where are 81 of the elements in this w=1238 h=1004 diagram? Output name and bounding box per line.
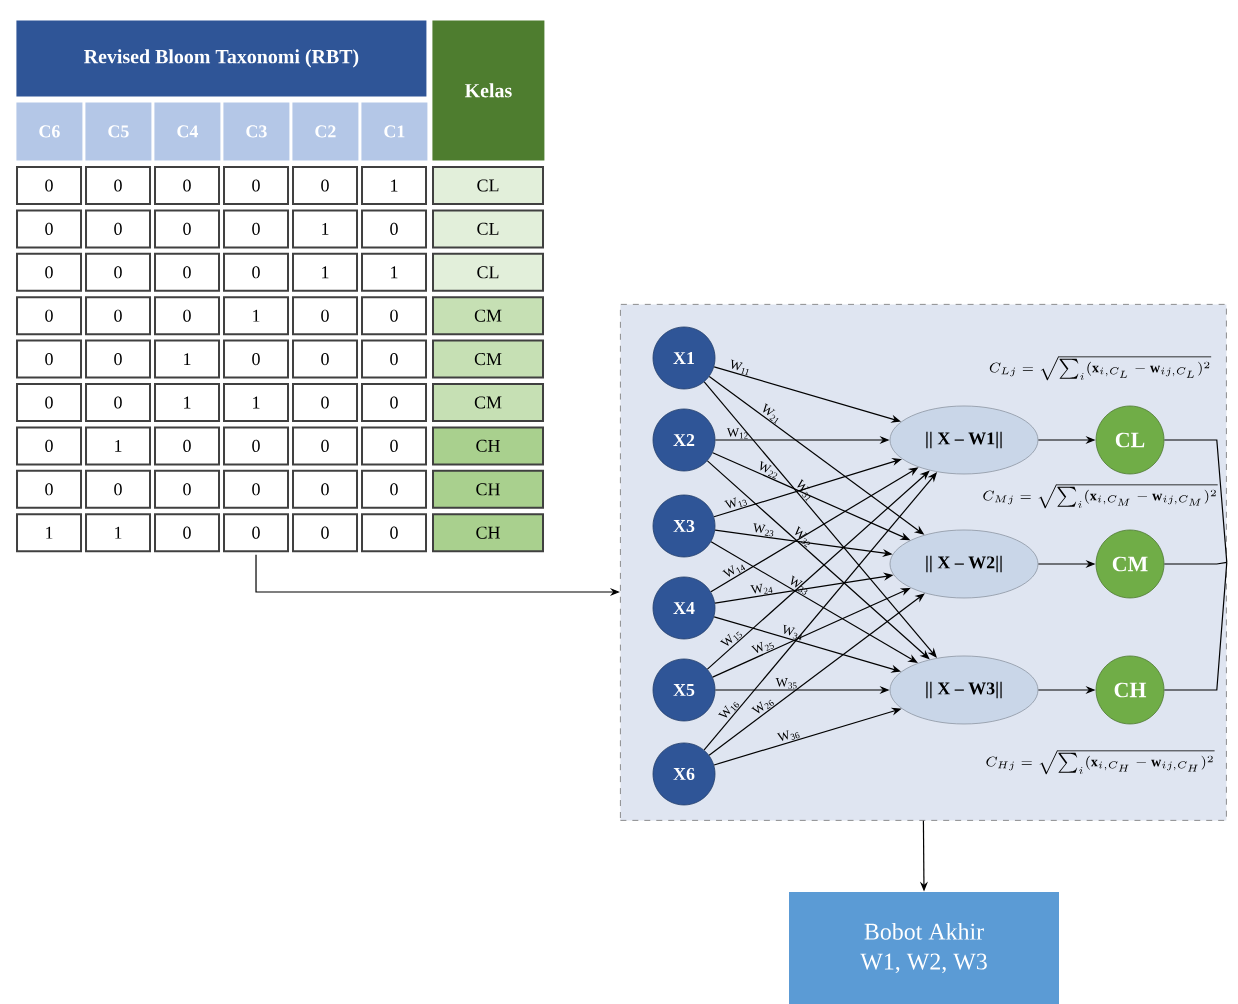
table-cell: 0 <box>223 426 289 466</box>
arrow <box>710 541 918 663</box>
class-cell: CL <box>432 209 544 249</box>
table-cell: 0 <box>223 252 289 292</box>
table-cell: 0 <box>85 383 151 422</box>
table-cell: 0 <box>361 339 427 379</box>
table-cell: 0 <box>292 166 358 205</box>
table-cell: 0 <box>85 209 151 249</box>
table-cell: 0 <box>85 296 151 336</box>
table-cell: 0 <box>361 426 427 466</box>
table-cell: 0 <box>223 469 289 509</box>
class-cell: CL <box>432 166 544 205</box>
table-cell: 0 <box>361 296 427 336</box>
table-cell: 0 <box>154 166 220 205</box>
table-cell: 0 <box>16 469 82 509</box>
table-cell: 0 <box>154 469 220 509</box>
table-cell: 0 <box>16 339 82 379</box>
table-cell: 0 <box>292 383 358 422</box>
class-cell: CM <box>432 339 544 379</box>
arrow <box>703 381 937 658</box>
table-cell: 0 <box>16 166 82 205</box>
table-cell: 1 <box>361 252 427 292</box>
table-cell: 0 <box>16 426 82 466</box>
table-cell: 1 <box>292 252 358 292</box>
table-cell: 0 <box>16 252 82 292</box>
table-cell: 0 <box>85 339 151 379</box>
table-cell: 1 <box>223 296 289 336</box>
table-cell: 0 <box>292 339 358 379</box>
column-header: C5 <box>85 102 152 161</box>
table-cell: 0 <box>292 469 358 509</box>
table-cell: 0 <box>223 166 289 205</box>
table-cell: 1 <box>85 513 151 553</box>
class-cell: CH <box>432 469 544 509</box>
table-cell: 0 <box>223 339 289 379</box>
formula: $C_{Hj} = \sqrt{\sum_{i}(\mathbf{x}_{i,C_H}-\mathbf{w}_{ij,C_H})^{2}}$ <box>986 750 1215 775</box>
table-cell: 1 <box>223 383 289 422</box>
connector-line <box>1163 561 1228 691</box>
table-cell: 0 <box>154 252 220 292</box>
table-cell: 0 <box>154 513 220 553</box>
table-header: Revised Bloom Taxonomi (RBT) <box>16 20 427 97</box>
table-cell: 0 <box>361 513 427 553</box>
table-cell: 0 <box>154 426 220 466</box>
table-cell: 0 <box>361 209 427 249</box>
connector-line <box>1163 439 1228 563</box>
table-cell: 1 <box>361 166 427 205</box>
table-cell: 1 <box>154 383 220 422</box>
table-header: Kelas <box>432 20 545 161</box>
table-cell: 0 <box>85 252 151 292</box>
class-cell: CM <box>432 296 544 336</box>
table-cell: 0 <box>85 469 151 509</box>
table-cell: 0 <box>16 209 82 249</box>
table-cell: 0 <box>223 209 289 249</box>
table-cell: 0 <box>154 296 220 336</box>
table-cell: 0 <box>361 383 427 422</box>
column-header: C2 <box>292 102 359 161</box>
table-cell: 0 <box>361 469 427 509</box>
column-header: C4 <box>154 102 221 161</box>
formula: $C_{Mj} = \sqrt{\sum_{i}(\mathbf{x}_{i,C_M}-\mathbf{w}_{ij,C_M})^{2}}$ <box>983 484 1218 509</box>
column-header: C6 <box>16 102 83 161</box>
class-cell: CH <box>432 426 544 466</box>
table-cell: 0 <box>85 166 151 205</box>
class-cell: CH <box>432 513 544 553</box>
table-cell: 0 <box>154 209 220 249</box>
class-cell: CL <box>432 252 544 292</box>
table-cell: 0 <box>292 426 358 466</box>
class-cell: CM <box>432 383 544 422</box>
table-cell: 0 <box>223 513 289 553</box>
formula: $C_{Lj} = \sqrt{\sum_{i}(\mathbf{x}_{i,C_L}-\mathbf{w}_{ij,C_L})^{2}}$ <box>989 356 1212 381</box>
table-cell: 1 <box>16 513 82 553</box>
table-cell: 0 <box>16 296 82 336</box>
table-cell: 0 <box>16 383 82 422</box>
column-header: C1 <box>361 102 428 161</box>
table-cell: 1 <box>154 339 220 379</box>
arrow <box>708 593 925 756</box>
table-cell: 1 <box>85 426 151 466</box>
column-header: C3 <box>223 102 290 161</box>
table-cell: 0 <box>292 513 358 553</box>
connector-line <box>1163 561 1228 565</box>
table-cell: 0 <box>292 296 358 336</box>
result-box: Bobot Akhir W1, W2, W3 <box>789 892 1059 1004</box>
table-cell: 1 <box>292 209 358 249</box>
